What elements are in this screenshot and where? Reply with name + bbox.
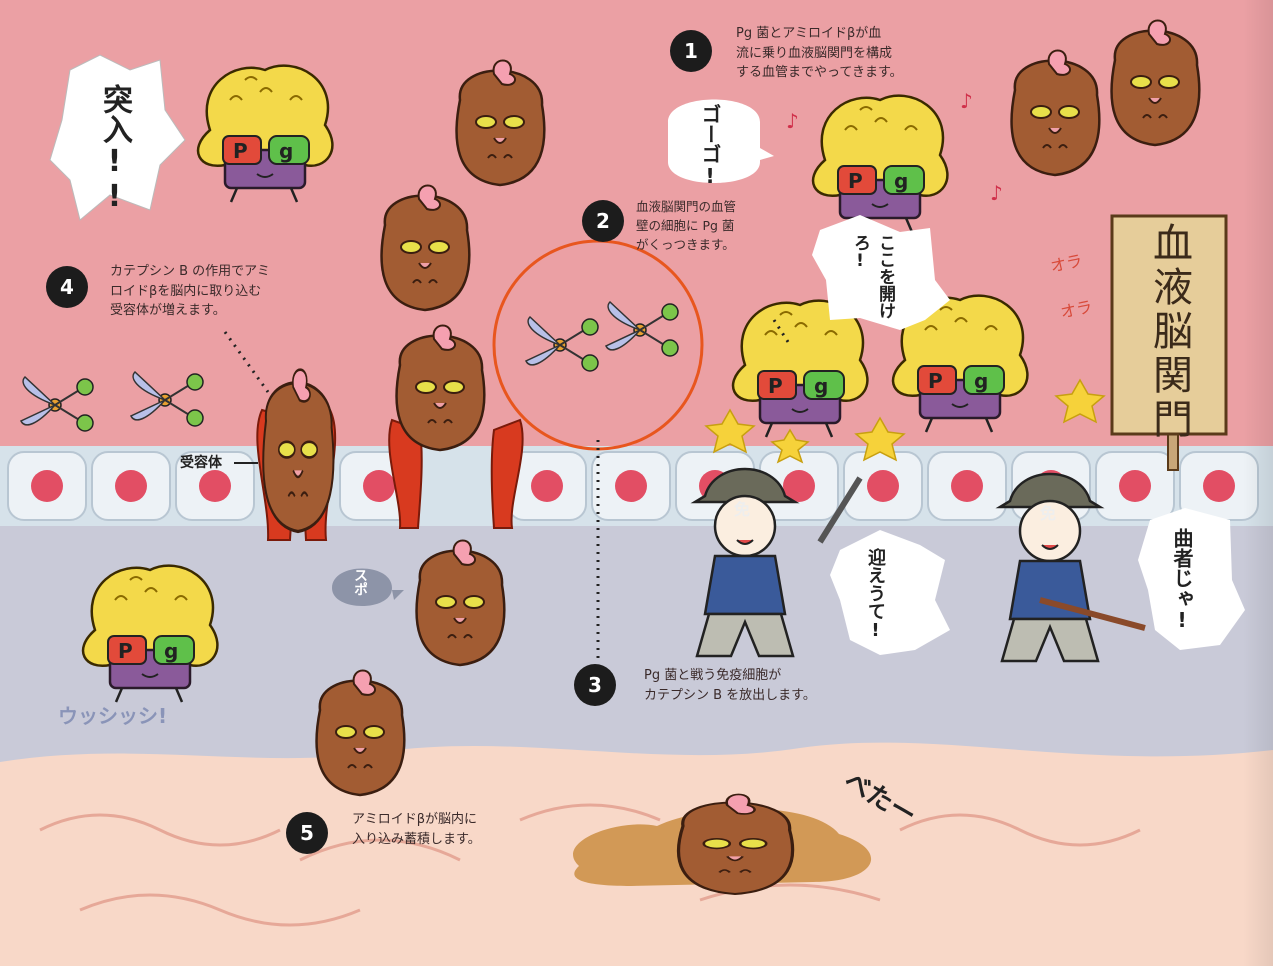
callout-number-5: 5	[286, 812, 328, 854]
callout-number-2: 2	[582, 200, 624, 242]
helmet-mark-1: 免	[734, 500, 751, 519]
beta-amyloid-5	[1110, 19, 1201, 147]
beta-amyloid-2	[380, 184, 471, 312]
callout-number-4: 4	[46, 266, 88, 308]
callout-text-4: カテプシン B の作用でアミ ロイドβを脳内に取り込む 受容体が増えます。	[110, 262, 270, 321]
gogo-bubble-text: ゴーゴ!	[698, 104, 722, 188]
receptor-label-line	[234, 462, 258, 464]
callout-text-1: Pg 菌とアミロイドβが血 流に乗り血液脳関門を構成 する血管までやってきます。	[736, 24, 903, 83]
culprit-bubble	[1138, 508, 1245, 650]
charge-bubble-text: 突入!!	[97, 84, 132, 214]
receptor-channel-right	[388, 418, 524, 529]
open-bubble-text: ここを開けろ!	[850, 234, 895, 319]
welcome-bubble-text: 迎えうて!	[865, 548, 886, 641]
callout-3-line-2: カテプシン B を放出します。	[644, 687, 816, 703]
gogo-bubble	[668, 99, 774, 183]
callout-3-line-1: Pg 菌と戦う免疫細胞が	[644, 668, 782, 683]
beta-amyloid-passing	[261, 368, 336, 534]
supo-bubble	[332, 568, 404, 606]
receptor-label: 受容体	[180, 455, 222, 471]
charge-bubble	[49, 54, 186, 221]
callout-1-line-2: 流に乗り血液脳関門を構成	[736, 45, 893, 61]
callout-5-line-2: 入り込み蓄積します。	[352, 831, 481, 847]
blood-brain-barrier-sign	[1110, 214, 1228, 471]
welcome-bubble	[830, 530, 950, 655]
callout-text-5: アミロイドβが脳内に 入り込み蓄積します。	[352, 810, 481, 849]
callout-number-3: 3	[574, 664, 616, 706]
impact-stars	[704, 378, 1106, 464]
callout-4-line-3: 受容体が増えます。	[110, 303, 226, 318]
callout-2-line-2: 壁の細胞に Pg 菌	[636, 217, 735, 233]
callout-4-line-1: カテプシン B の作用でアミ	[110, 264, 270, 279]
beta-amyloid-melted	[573, 792, 872, 896]
music-note-1: ♪	[786, 109, 799, 133]
page-edge-shadow	[1243, 0, 1273, 966]
beta-amyloid-4	[1010, 49, 1101, 177]
callout-2-line-3: がくっつきます。	[636, 236, 735, 252]
beta-amyloid-1	[455, 59, 546, 187]
ushishi-sound: ウッシッシ!	[58, 704, 168, 728]
culprit-bubble-text: 曲者じゃ!	[1170, 528, 1194, 632]
supo-bubble-text: スポ	[352, 568, 368, 596]
open-bubble	[812, 215, 950, 330]
callout-5-line-1: アミロイドβが脳内に	[352, 812, 478, 827]
beta-amyloid-6	[415, 539, 506, 667]
callout-2-line-1: 血液脳関門の血管	[636, 199, 737, 214]
sign-label: 血液脳関門	[1146, 222, 1192, 442]
music-note-2: ♪	[960, 89, 973, 113]
callout-text-2: 血液脳関門の血管 壁の細胞に Pg 菌 がくっつきます。	[636, 198, 736, 254]
callout-1-line-3: する血管までやってきます。	[736, 65, 903, 80]
music-note-3: ♪	[990, 181, 1003, 205]
beta-amyloid-7	[315, 669, 406, 797]
callout-number-1: 1	[670, 30, 712, 72]
beta-amyloid-3	[395, 324, 486, 452]
helmet-mark-2: 免	[1040, 504, 1057, 523]
callout-4-line-2: ロイドβを脳内に取り込む	[110, 283, 262, 299]
callout-1-line-1: Pg 菌とアミロイドβが血	[736, 26, 882, 41]
callout-text-3: Pg 菌と戦う免疫細胞が カテプシン B を放出します。	[644, 666, 816, 705]
